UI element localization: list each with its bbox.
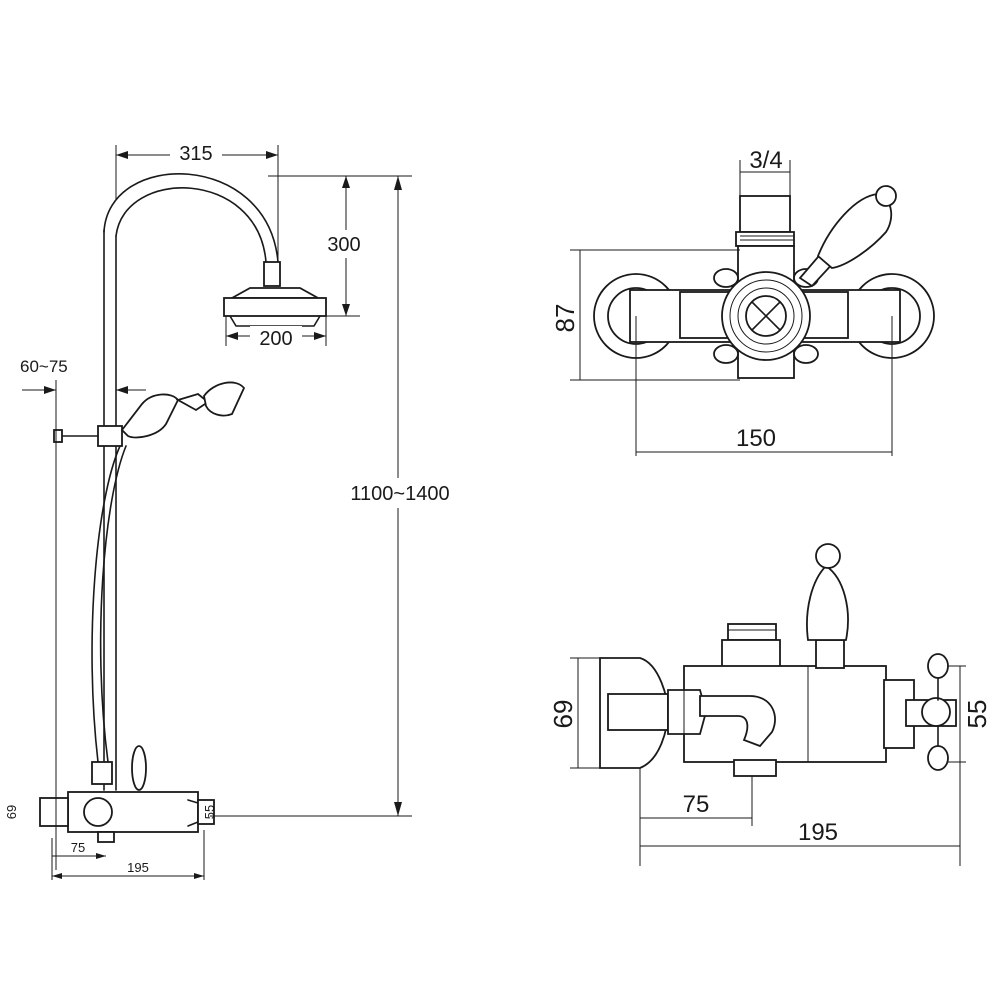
dim-body-length: 195 [640, 762, 961, 866]
lever-handle-icon [798, 185, 897, 288]
dim-label-small-front-height: 69 [4, 805, 19, 819]
dim-inlet-thread: 3/4 [739, 147, 791, 196]
dim-top-depth: 87 [550, 249, 740, 381]
dim-small-front-height: 69 [4, 805, 19, 819]
dim-label-small-valve-height: 55 [202, 805, 217, 819]
dim-label-arm-drop: 300 [327, 234, 360, 256]
dim-small-body-length: 195 [52, 830, 205, 880]
shower-head-icon [223, 261, 327, 327]
dim-label-front-height: 69 [548, 700, 578, 729]
valve-front-view: 69 55 75 195 [548, 543, 992, 866]
dim-head-diameter: 200 [225, 316, 327, 350]
riser-pipe [103, 229, 117, 791]
slide-bracket [53, 425, 123, 447]
small-cross-handle-icon [927, 653, 949, 771]
hand-shower-icon [120, 381, 246, 439]
dim-label-total-height: 1100~1400 [350, 483, 449, 505]
dim-valve-height: 55 [948, 665, 992, 763]
cross-handle-icon [713, 268, 819, 364]
dim-inlet-centres: 150 [635, 316, 893, 456]
shower-kit-elevation: 315 300 200 60~75 [4, 140, 466, 880]
dim-label-inlet-centres: 150 [736, 425, 776, 452]
dim-label-top-depth: 87 [550, 304, 580, 333]
dim-label-outlet-offset: 75 [683, 791, 710, 818]
small-valve-body [39, 745, 215, 843]
dim-outlet-offset: 75 [639, 768, 753, 866]
dim-wall-offset: 60~75 [20, 357, 146, 870]
dim-arm-reach: 315 [115, 140, 279, 262]
dim-label-wall-offset: 60~75 [20, 357, 68, 376]
dim-small-valve-height: 55 [202, 805, 217, 819]
shower-hose [91, 445, 127, 763]
dim-front-height: 69 [548, 657, 640, 769]
gooseneck-arm [103, 173, 279, 263]
dim-label-valve-height: 55 [962, 700, 992, 729]
front-lever-icon [806, 543, 849, 669]
dim-label-inlet-thread: 3/4 [749, 147, 782, 174]
dim-label-small-body-length: 195 [127, 860, 149, 875]
valve-top-view: 3/4 87 150 [550, 147, 935, 456]
dim-label-body-length: 195 [798, 819, 838, 846]
dim-label-head-diameter: 200 [259, 328, 292, 350]
dim-label-arm-reach: 315 [179, 143, 212, 165]
dim-small-outlet-offset: 75 [51, 838, 106, 880]
dim-total-height: 1100~1400 [210, 175, 466, 817]
dim-label-small-outlet-offset: 75 [71, 840, 85, 855]
